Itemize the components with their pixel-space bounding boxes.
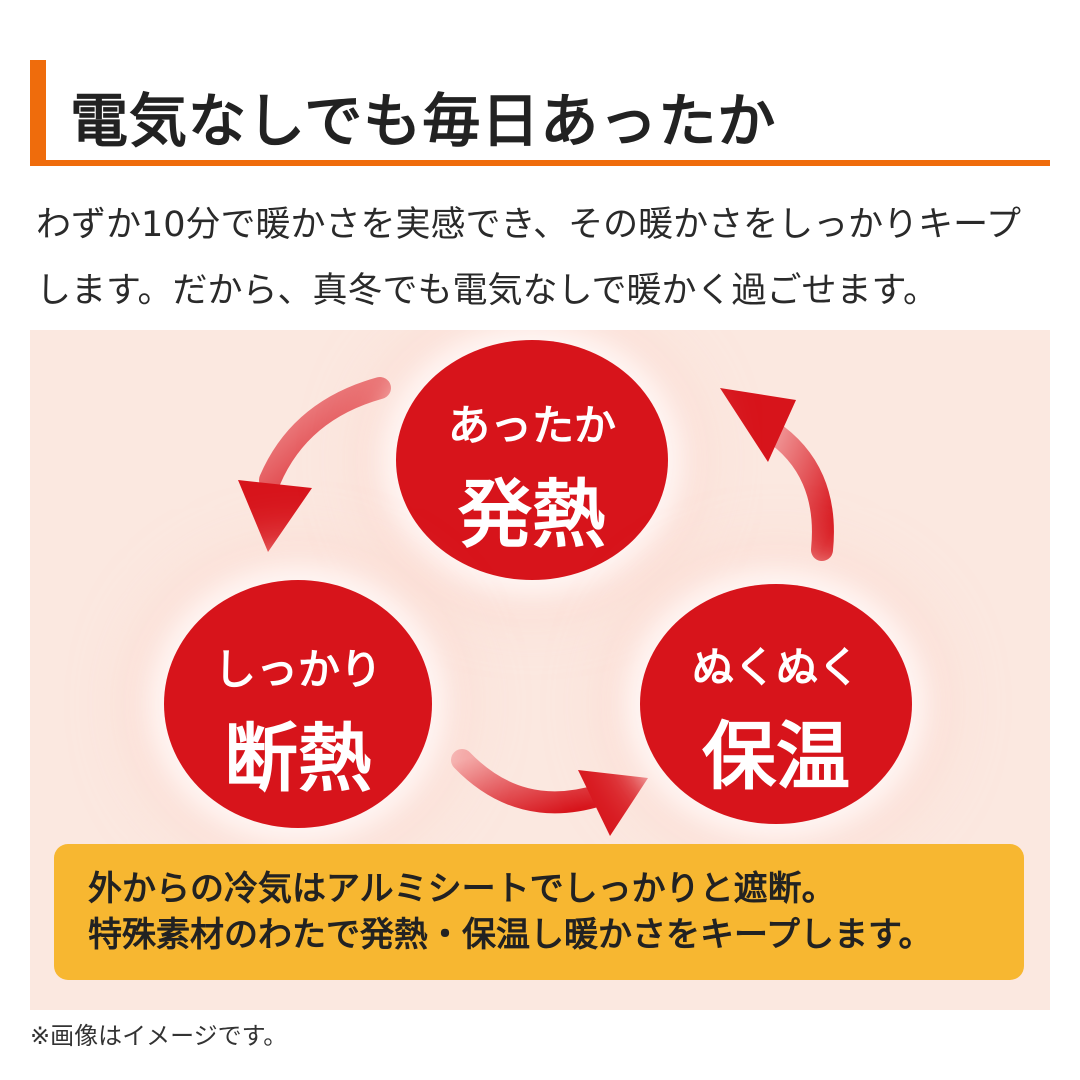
intro-line-2: します。だから、真冬でも電気なしで暖かく過ごせます。 [36,271,938,311]
cycle-panel: あったか 発熱 しっかり 断熱 ぬくぬく 保温 外からの冷気はアルミシートでしっ… [30,330,1050,1010]
cycle-item-insulation: しっかり 断熱 [164,580,432,828]
cycle-arrows [238,377,834,836]
cycle-item-insulation-sub: しっかり [213,645,382,694]
arrow-heat-to-insulation-icon [238,377,391,552]
cycle-item-retention: ぬくぬく 保温 [640,584,912,824]
cycle-item-retention-sub: ぬくぬく [691,643,860,692]
cycle-item-insulation-main: 断熱 [224,716,372,802]
intro-text: わずか10分で暖かさを実感でき、その暖かさをしっかりキープ します。だから、真冬… [36,192,1056,324]
arrow-insulation-to-retention-icon [451,749,648,836]
cycle-item-heat: あったか 発熱 [396,340,668,580]
section-heading: 電気なしでも毎日あったか [30,60,1050,166]
arrow-retention-to-heat-icon [720,388,834,561]
heading-accent-bar [30,60,46,166]
intro-line-1: わずか10分で暖かさを実感でき、その暖かさをしっかりキープ [36,205,1021,245]
explanation-box: 外からの冷気はアルミシートでしっかりと遮断。 特殊素材のわたで発熱・保温し暖かさ… [54,844,1024,980]
image-disclaimer: ※画像はイメージです。 [30,1022,288,1050]
explanation-line-1: 外からの冷気はアルミシートでしっかりと遮断。 [88,869,836,909]
page-title: 電気なしでも毎日あったか [70,87,777,155]
explanation-line-2: 特殊素材のわたで発熱・保温し暖かさをキープします。 [88,915,933,955]
cycle-item-heat-main: 発熱 [458,472,606,558]
cycle-item-heat-sub: あったか [447,401,616,450]
cycle-item-retention-main: 保温 [702,714,850,800]
